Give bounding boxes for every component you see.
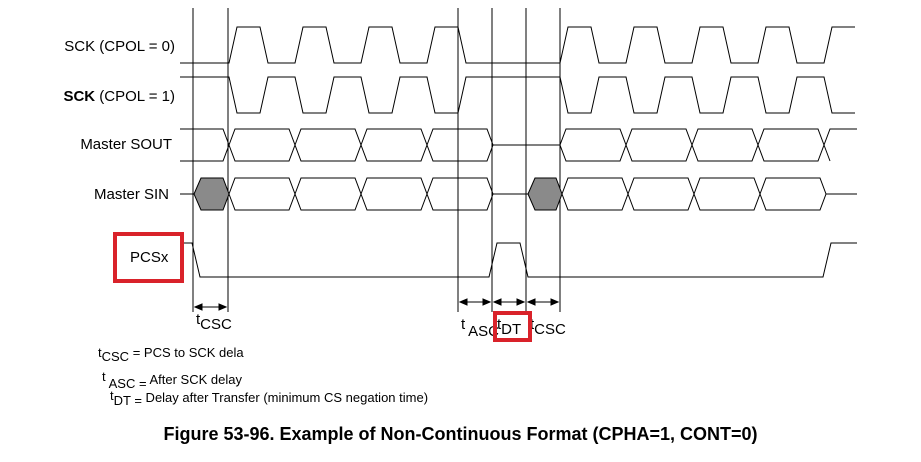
sck-cpol0-wave [180,26,855,64]
label-sck-cpol1-rest: (CPOL = 1) [95,88,175,105]
label-sck-cpol1-bold: SCK [63,88,95,105]
legend-tdt: tDT = Delay after Transfer (minimum CS n… [110,388,428,408]
timing-arrows [193,298,560,311]
label-sck-cpol0: SCK (CPOL = 0) [64,38,175,55]
tcsc-left-label: tCSC [196,311,232,333]
sck-cpol1-wave [180,76,855,114]
figure-caption: Figure 53-96. Example of Non-Continuous … [163,424,758,444]
master-sout-wave [180,128,857,162]
label-pcsx: PCSx [130,249,169,266]
label-sck-cpol1: SCK (CPOL = 1) [63,88,175,105]
label-master-sout: Master SOUT [80,136,172,153]
tdt-label: tDT [497,316,521,338]
highlight-tdt [493,311,532,342]
label-master-sin: Master SIN [94,186,169,203]
tcsc-right-label: tCSC [530,316,566,338]
highlight-pcsx [113,232,184,283]
legend-tcsc: tCSC = PCS to SCK dela [98,345,244,364]
pcsx-wave [180,242,857,278]
master-sin-wave [180,177,857,211]
